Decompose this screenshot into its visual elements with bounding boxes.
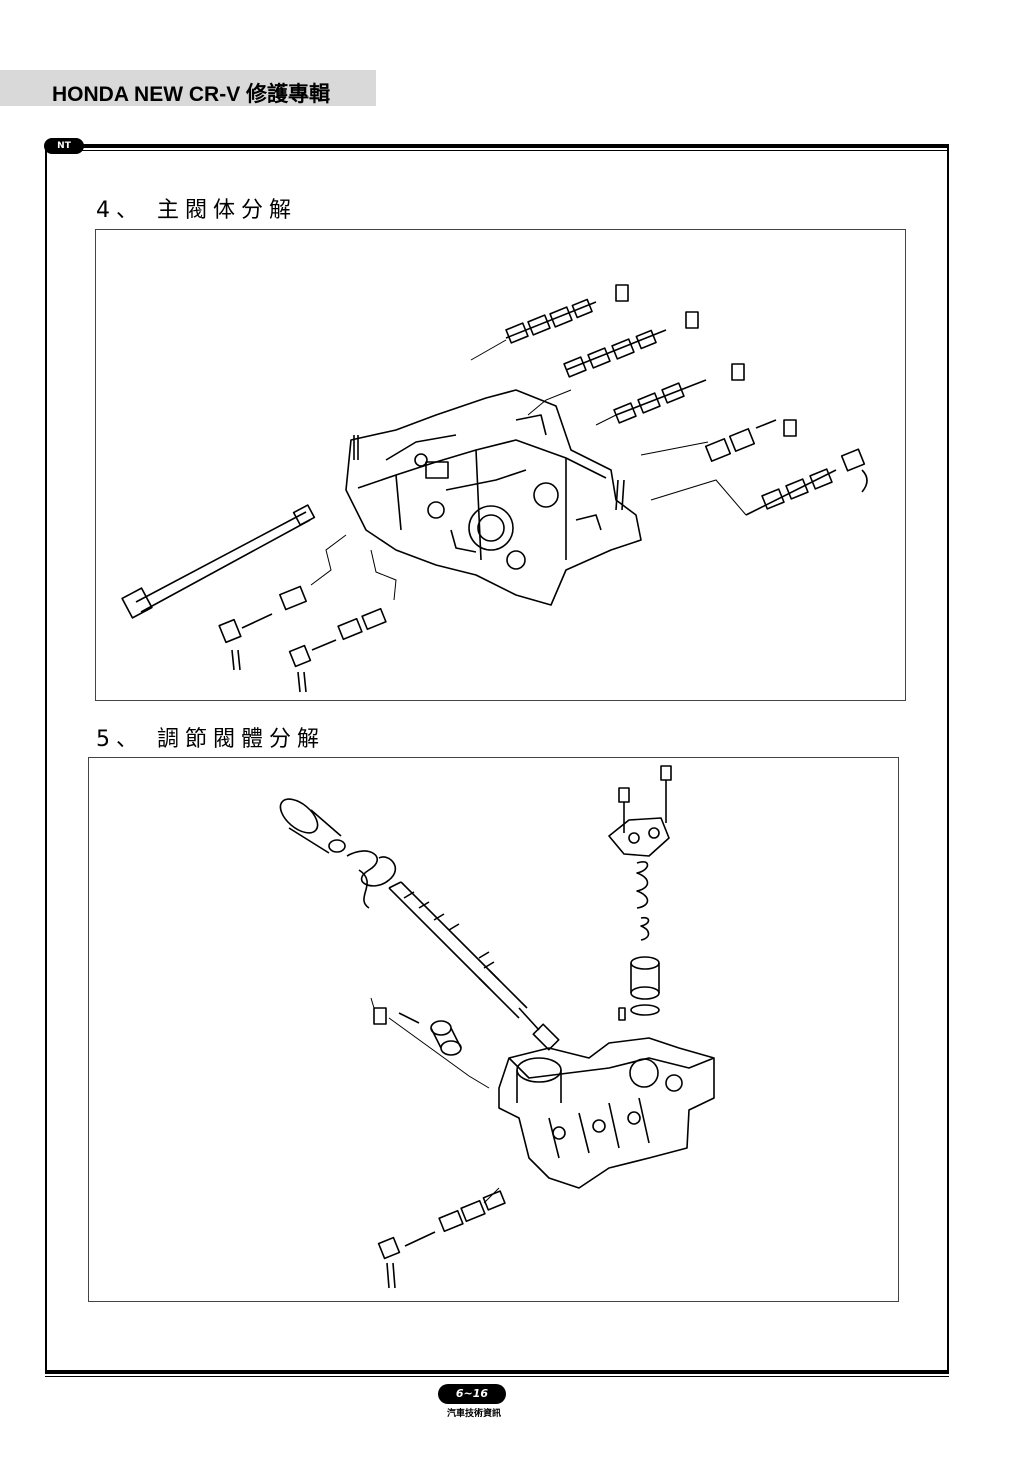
- content-frame: [45, 146, 949, 1374]
- main-valve-drawing: [121, 284, 868, 693]
- frame-top-rule: [45, 144, 949, 148]
- frame-top-rule-thin: [45, 150, 949, 151]
- regulator-valve-drawing: [279, 765, 715, 1289]
- section-title-main-valve: 4、 主閥体分解: [96, 198, 297, 223]
- page-header-title: HONDA NEW CR-V 修護專輯: [52, 83, 331, 106]
- frame-bottom-rule-thin: [45, 1376, 949, 1377]
- page-number-badge: 6~16: [438, 1384, 506, 1404]
- header-band: [0, 70, 376, 106]
- regulator-valve-exploded-diagram: [88, 757, 899, 1302]
- section-title-regulator-valve: 5、 調節閥體分解: [96, 727, 325, 752]
- main-valve-exploded-diagram: [95, 229, 906, 701]
- publisher-logo: NT: [44, 138, 84, 154]
- publisher-name: 汽車技術資訊: [446, 1409, 501, 1419]
- frame-bottom-rule: [45, 1370, 949, 1374]
